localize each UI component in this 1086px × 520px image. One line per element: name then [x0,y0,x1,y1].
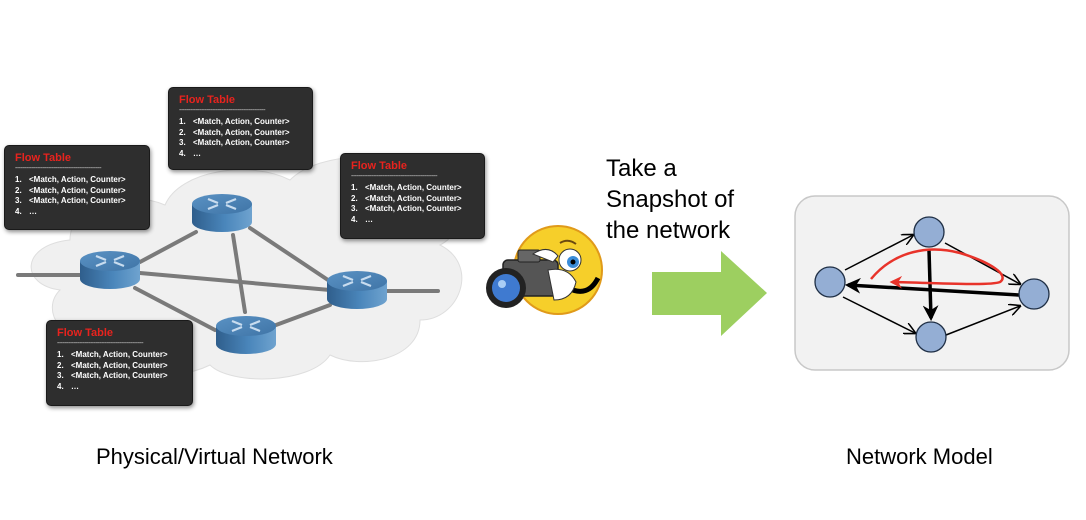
edge-left-top [844,235,913,271]
physical-network-label: Physical/Virtual Network [96,444,333,469]
flow-table-row: 1.<Match, Action, Counter> [57,350,168,359]
flow-table-title: Flow Table [57,327,114,339]
flow-table-row: 1.<Match, Action, Counter> [351,183,462,192]
flow-table-rule: ----------------------------------------… [57,340,144,347]
router-arrows-icon [342,274,372,288]
flow-table-right: Flow Table -----------------------------… [340,153,485,239]
flow-table-row: 4.… [179,148,201,158]
router-bottom [216,316,276,354]
flow-table-row: 1.<Match, Action, Counter> [179,117,290,126]
flow-table-title: Flow Table [179,94,236,106]
link-top-right [248,226,330,282]
router-left [80,251,140,289]
network-links [16,226,440,332]
flow-table-bottom: Flow Table -----------------------------… [46,320,193,406]
transform-arrow-icon [652,251,767,336]
snapshot-caption-line: Snapshot of [606,186,735,213]
flow-table-row: 3.<Match, Action, Counter> [179,138,290,147]
flow-table-row: 2.<Match, Action, Counter> [351,193,462,203]
router-arrows-icon [231,319,261,333]
flow-table-rule: ----------------------------------------… [15,165,102,172]
edge-top-right [944,242,1020,284]
flow-table-row: 3.<Match, Action, Counter> [57,371,168,380]
flow-table-row: 2.<Match, Action, Counter> [15,185,126,195]
flow-table-top-center: Flow Table -----------------------------… [168,87,313,170]
node-top [913,216,945,248]
flow-table-row: 2.<Match, Action, Counter> [179,127,290,137]
flow-table-row: 3.<Match, Action, Counter> [15,196,126,205]
highlighted-path [870,248,1004,289]
flow-table-row: 4.… [57,381,79,391]
flow-table-title: Flow Table [15,152,72,164]
node-bottom [915,321,947,353]
edge-bottom-right [945,306,1020,336]
link-left-bottom [133,286,217,332]
link-bottom-right [274,303,332,327]
link-left-right [138,271,332,292]
flow-table-row: 2.<Match, Action, Counter> [57,360,168,370]
flow-table-row: 1.<Match, Action, Counter> [15,175,126,184]
router-arrows-icon [95,254,125,268]
snapshot-caption-line: Take a [606,155,677,182]
flow-table-rule: ----------------------------------------… [351,173,438,180]
link-top-bottom [231,233,247,314]
smiley-camera-icon [486,225,603,315]
network-model-label: Network Model [846,444,993,469]
edge-left-bottom [842,296,915,333]
snapshot-caption: Take a Snapshot of the network [606,153,734,246]
flow-table-title: Flow Table [351,160,408,172]
link-left-top [138,230,198,264]
flow-table-row: 4.… [351,214,373,224]
flow-table-top-left: Flow Table -----------------------------… [4,145,150,230]
flow-table-row: 3.<Match, Action, Counter> [351,204,462,213]
snapshot-caption-line: the network [606,217,731,244]
node-left [814,266,846,298]
router-right [327,271,387,309]
node-right [1018,278,1050,310]
model-nodes [814,216,1050,353]
edge-right-left [844,277,1020,297]
router-arrows-icon [207,197,237,211]
router-top [192,194,252,232]
flow-table-row: 4.… [15,206,37,216]
flow-table-rule: ----------------------------------------… [179,107,266,114]
